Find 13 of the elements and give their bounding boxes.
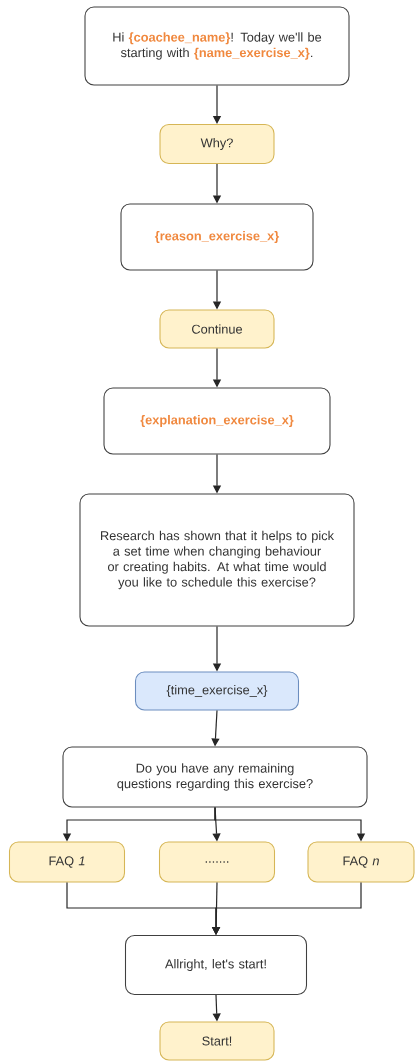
message-box: Hi {coachee_name}! Today we'll be starting with {name_exercise_x}.	[84, 6, 350, 86]
message-box: {reason_exercise_x}	[120, 203, 314, 271]
button-box: Start!	[159, 1021, 275, 1061]
message-box: Research has shown that it helps to pick a set time when changing behaviour or creating habits. At what time would you like to schedule this exercise?	[79, 493, 355, 627]
input-box: {time_exercise_x}	[134, 671, 300, 711]
button-box: .......	[158, 841, 276, 883]
button-box: Continue	[159, 309, 275, 349]
button-box: FAQ n	[307, 841, 415, 883]
message-box: Do you have any remaining questions regarding this exercise?	[62, 746, 368, 808]
button-box: Why?	[159, 123, 275, 165]
message-box: Allright, let's start!	[124, 934, 308, 996]
button-box: FAQ 1	[8, 841, 126, 883]
message-box: {explanation_exercise_x}	[103, 387, 331, 455]
